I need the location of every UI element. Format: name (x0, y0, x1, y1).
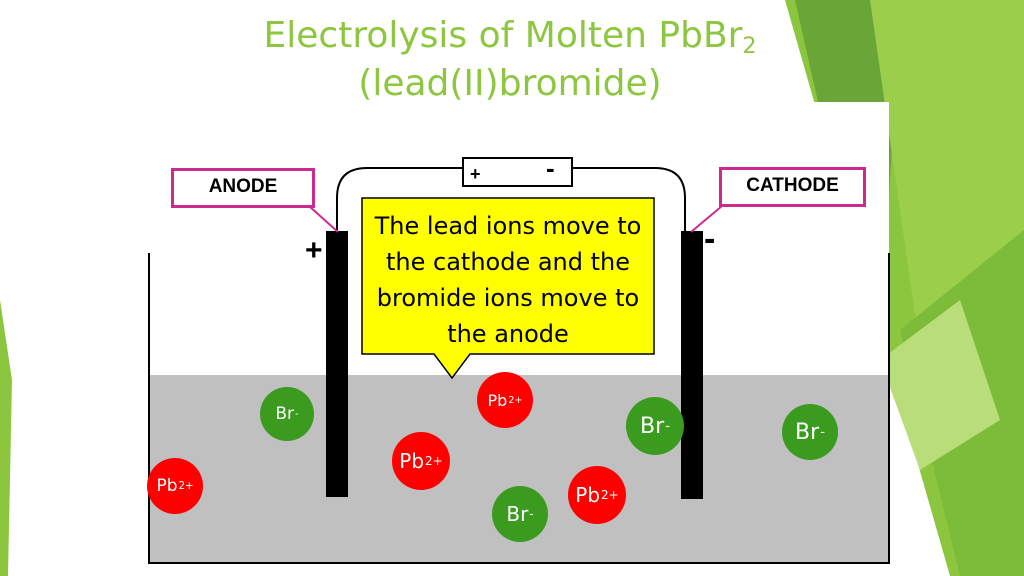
green-facet-left (0, 300, 12, 576)
cathode-sign: - (704, 220, 716, 258)
bromide-ion: Br- (782, 404, 838, 460)
battery-plus-sign: + (470, 164, 481, 184)
anode-label: ANODE (171, 168, 315, 208)
explanation-callout-text: The lead ions move to the cathode and th… (374, 212, 642, 348)
callout-box (361, 197, 655, 380)
anode-sign: + (305, 234, 323, 267)
beaker (148, 253, 890, 564)
green-facet-5 (880, 300, 1000, 470)
bromide-ion: Br- (626, 397, 684, 455)
anode-connector (308, 205, 339, 233)
slide-title-line2: (lead(II)bromide) (358, 63, 662, 104)
bromide-ion: Br- (492, 486, 548, 542)
cathode-connector (690, 205, 723, 233)
cathode-electrode (681, 231, 703, 499)
battery (462, 157, 573, 187)
anode-electrode (326, 231, 348, 497)
slide-title-line1: Electrolysis of Molten PbBr2 (263, 15, 757, 59)
bromide-ion: Br- (260, 387, 314, 441)
battery-minus-sign: - (546, 153, 555, 183)
cathode-label: CATHODE (719, 167, 866, 207)
circuit-wire (336, 167, 686, 232)
